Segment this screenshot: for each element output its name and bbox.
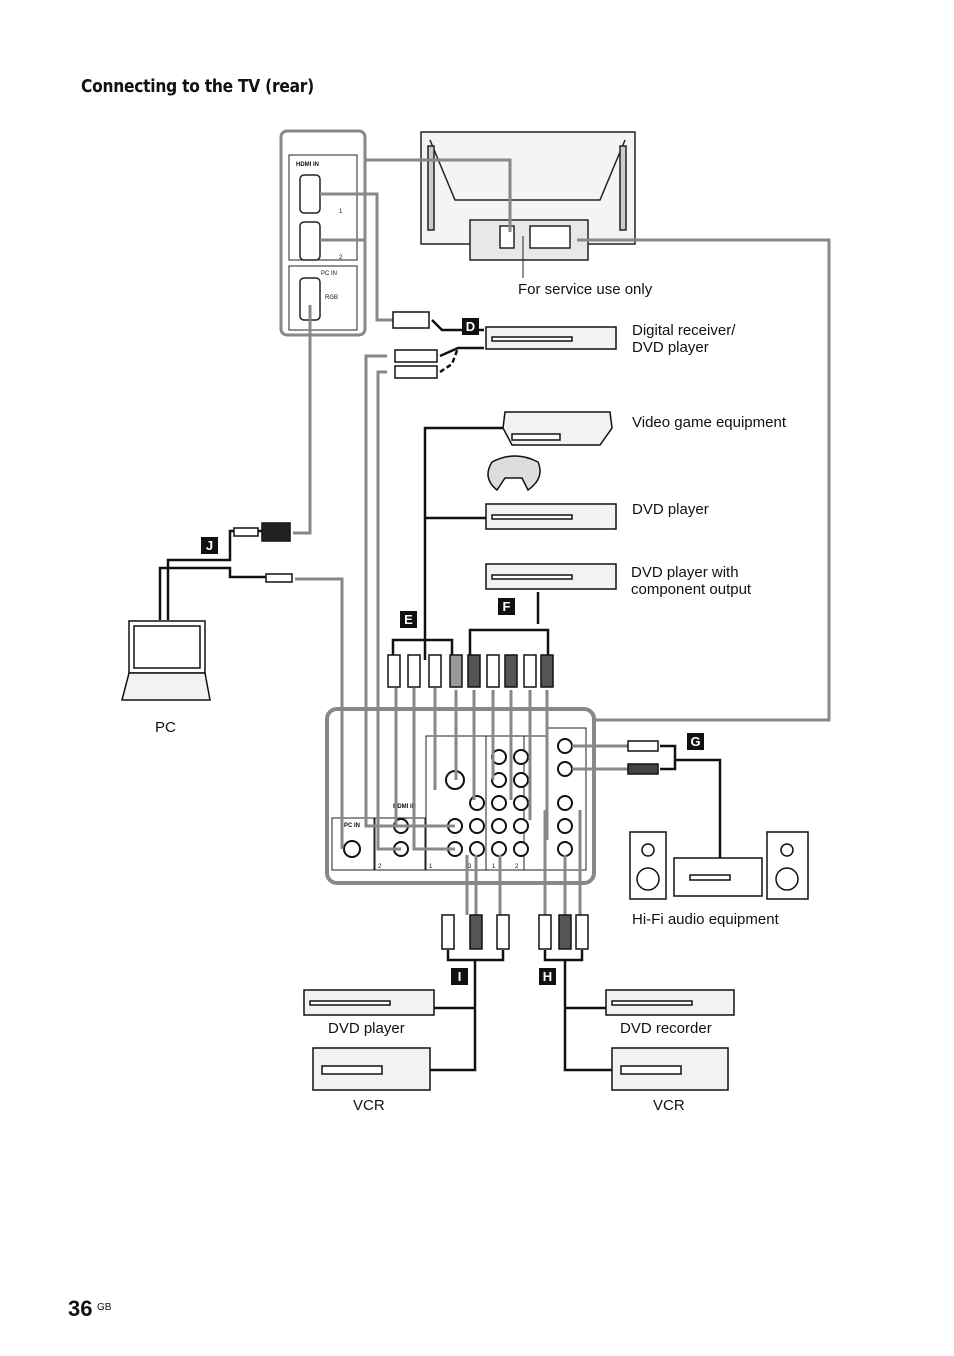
tag-j: J [201, 537, 218, 554]
rear-pc-in-label: PC IN [344, 823, 360, 829]
hdmi-in-label: HDMI IN [296, 162, 319, 168]
tag-e: E [400, 611, 417, 628]
vcr-left-label: VCR [353, 1097, 385, 1114]
plugs [233, 311, 659, 950]
rear-num-2b: 2 [515, 864, 519, 870]
tag-h: H [539, 968, 556, 985]
dvd-player-bottom-label: DVD player [328, 1020, 405, 1037]
hifi-label: Hi-Fi audio equipment [632, 911, 779, 928]
hdmi-port-1-label: 1 [339, 209, 343, 215]
page-number: 36 [68, 1296, 93, 1321]
rear-hdmi-in-label: HDMI IN [393, 804, 416, 810]
rgb-label: RGB [325, 295, 338, 301]
side-panel: HDMI IN 1 2 PC IN RGB [279, 129, 367, 337]
cables-grey [293, 192, 628, 915]
rear-av-panel: PC IN HDMI IN 2 1 3 1 2 [325, 707, 596, 885]
vcr-left-device [312, 1047, 431, 1091]
tag-f: F [498, 598, 515, 615]
dvd-player-label: DVD player [632, 501, 709, 518]
game-console-device [487, 411, 613, 492]
digital-receiver-device [485, 326, 617, 350]
dvd-player-device [485, 503, 617, 530]
vcr-right-label: VCR [653, 1097, 685, 1114]
rear-num-2a: 2 [378, 864, 382, 870]
hdmi-port-2-label: 2 [339, 255, 343, 261]
video-game-label: Video game equipment [632, 414, 786, 431]
pc-label: PC [155, 719, 176, 736]
dvd-player-bottom-device [303, 989, 435, 1016]
vcr-right-device [611, 1047, 729, 1091]
dvd-recorder-device [605, 989, 735, 1016]
devices [121, 326, 809, 1091]
digital-receiver-label: Digital receiver/ DVD player [632, 322, 736, 356]
page-title: Connecting to the TV (rear) [81, 76, 314, 97]
dvd-recorder-label: DVD recorder [620, 1020, 712, 1037]
service-use-label: For service use only [518, 281, 653, 298]
tag-g: G [687, 733, 704, 750]
tag-d: D [462, 318, 479, 335]
cables-black [158, 319, 722, 1072]
rear-num-1b: 1 [492, 864, 496, 870]
dvd-component-device [485, 563, 617, 590]
rear-num-3: 3 [468, 864, 472, 870]
pc-in-label: PC IN [321, 271, 337, 277]
laptop-device [121, 620, 211, 701]
hifi-device [629, 831, 809, 900]
callout-lines [365, 158, 831, 722]
rear-num-1: 1 [429, 864, 433, 870]
tag-i: I [451, 968, 468, 985]
page-suffix: GB [97, 1302, 112, 1313]
dvd-component-label: DVD player with component output [631, 564, 752, 598]
tv-rear-illustration [420, 131, 636, 261]
